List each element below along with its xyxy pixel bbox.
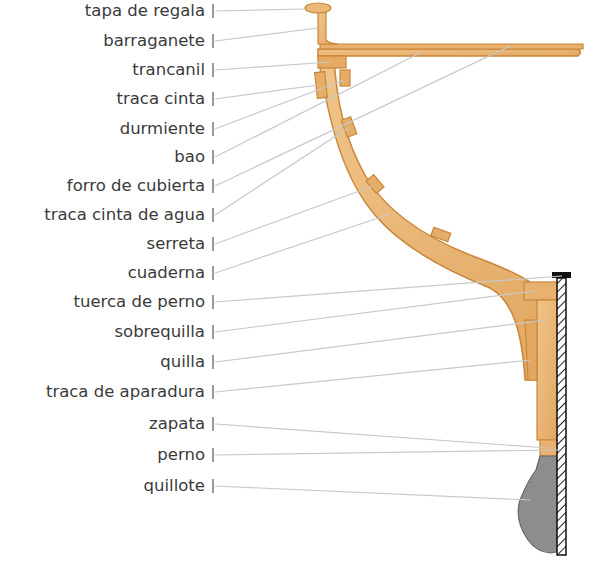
part-label: tuerca de perno <box>72 292 207 312</box>
part-label: tapa de regala <box>83 1 207 21</box>
part-label: traca cinta de agua <box>42 205 207 225</box>
part-label: perno <box>155 445 207 465</box>
leader-lines <box>215 9 562 500</box>
part-label: quillote <box>142 476 207 496</box>
keelson <box>524 282 557 300</box>
leader-ticks <box>212 4 213 493</box>
stanchion <box>318 12 338 44</box>
part-label: trancanil <box>130 60 207 80</box>
deck-covering <box>320 44 583 49</box>
part-label: zapata <box>147 414 207 434</box>
deck-beam <box>318 49 581 56</box>
part-label: quilla <box>158 352 207 372</box>
garboard <box>525 320 537 380</box>
part-label: forro de cubierta <box>65 176 207 196</box>
ballast-keel <box>518 456 557 553</box>
part-label: cuaderna <box>126 263 207 283</box>
part-label: bao <box>172 147 207 167</box>
part-label: sobrequilla <box>112 322 207 342</box>
rail-cap <box>305 3 331 13</box>
part-label: traca cinta <box>115 89 208 109</box>
part-label: serreta <box>145 234 207 254</box>
part-label: durmiente <box>118 119 207 139</box>
part-label: barraganete <box>101 31 207 51</box>
part-label: traca de aparadura <box>44 382 207 402</box>
frame <box>318 56 540 380</box>
bolt <box>557 278 566 555</box>
